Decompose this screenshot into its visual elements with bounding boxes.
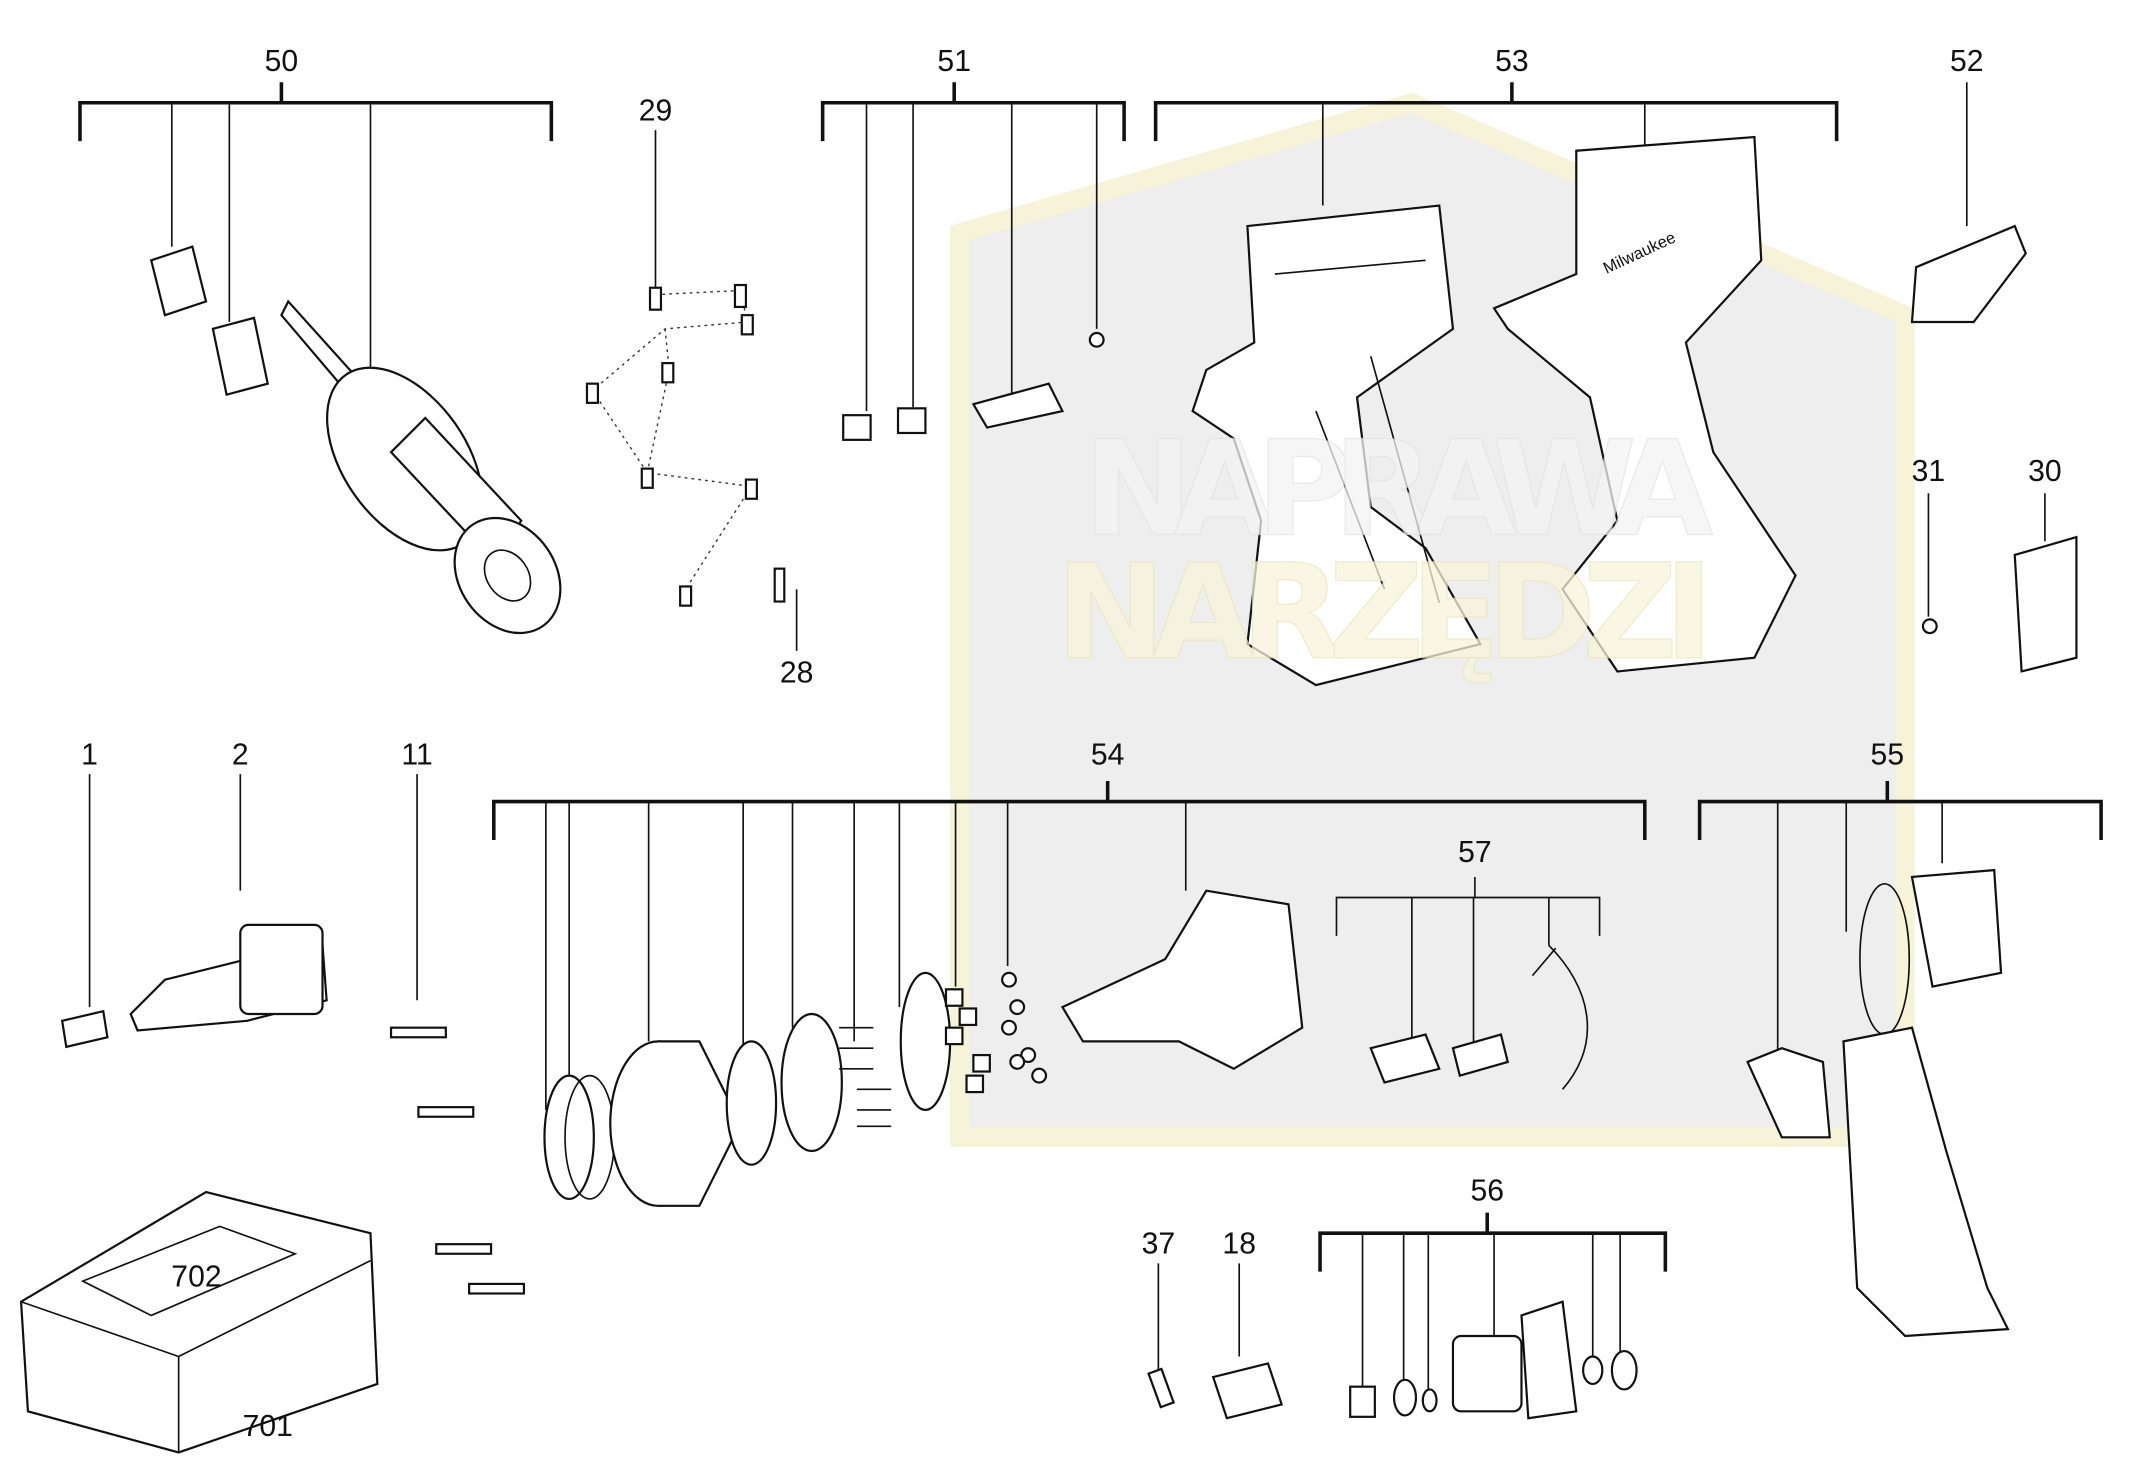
callout-57: 57 [1458,836,1492,869]
callout-11: 11 [401,739,432,772]
callout-labels: 50 29 28 51 53 52 31 30 1 2 11 54 55 57 … [81,45,2061,1443]
callout-30: 30 [2028,455,2062,488]
callout-2: 2 [232,739,249,772]
part-side-handle [149,245,562,635]
part-gearbox-54 [543,889,1304,1207]
callout-brackets [78,82,2103,1272]
part-switch-set-51 [842,331,1105,441]
callout-37: 37 [1142,1228,1176,1261]
callout-52: 52 [1950,45,1984,78]
callout-54: 54 [1091,739,1125,772]
callout-51: 51 [937,45,971,78]
part-motor-56 [1349,1300,1638,1420]
part-switch-parts-57 [1369,944,1589,1090]
callout-1: 1 [81,739,98,772]
callout-56: 56 [1470,1174,1504,1207]
callout-702: 702 [171,1261,221,1294]
part-carry-case [19,1190,379,1454]
callout-50: 50 [265,45,299,78]
part-housing-set-53: Milwaukee [1191,135,1797,687]
leader-lines [88,82,2046,1412]
callout-701: 701 [243,1410,293,1443]
callout-31: 31 [1912,455,1946,488]
part-chuck-1-2 [60,923,328,1049]
part-screws-28-29 [585,283,786,607]
callout-55: 55 [1871,739,1905,772]
part-electronics-55 [1746,868,2010,1338]
callout-53: 53 [1495,45,1529,78]
callout-28: 28 [780,656,814,689]
part-31-30 [1921,535,2078,673]
part-screws-11 [389,1026,526,1295]
part-nameplate-52 [1910,224,2027,324]
part-37-18 [1147,1362,1284,1420]
callout-29: 29 [639,95,673,128]
callout-18: 18 [1222,1228,1256,1261]
